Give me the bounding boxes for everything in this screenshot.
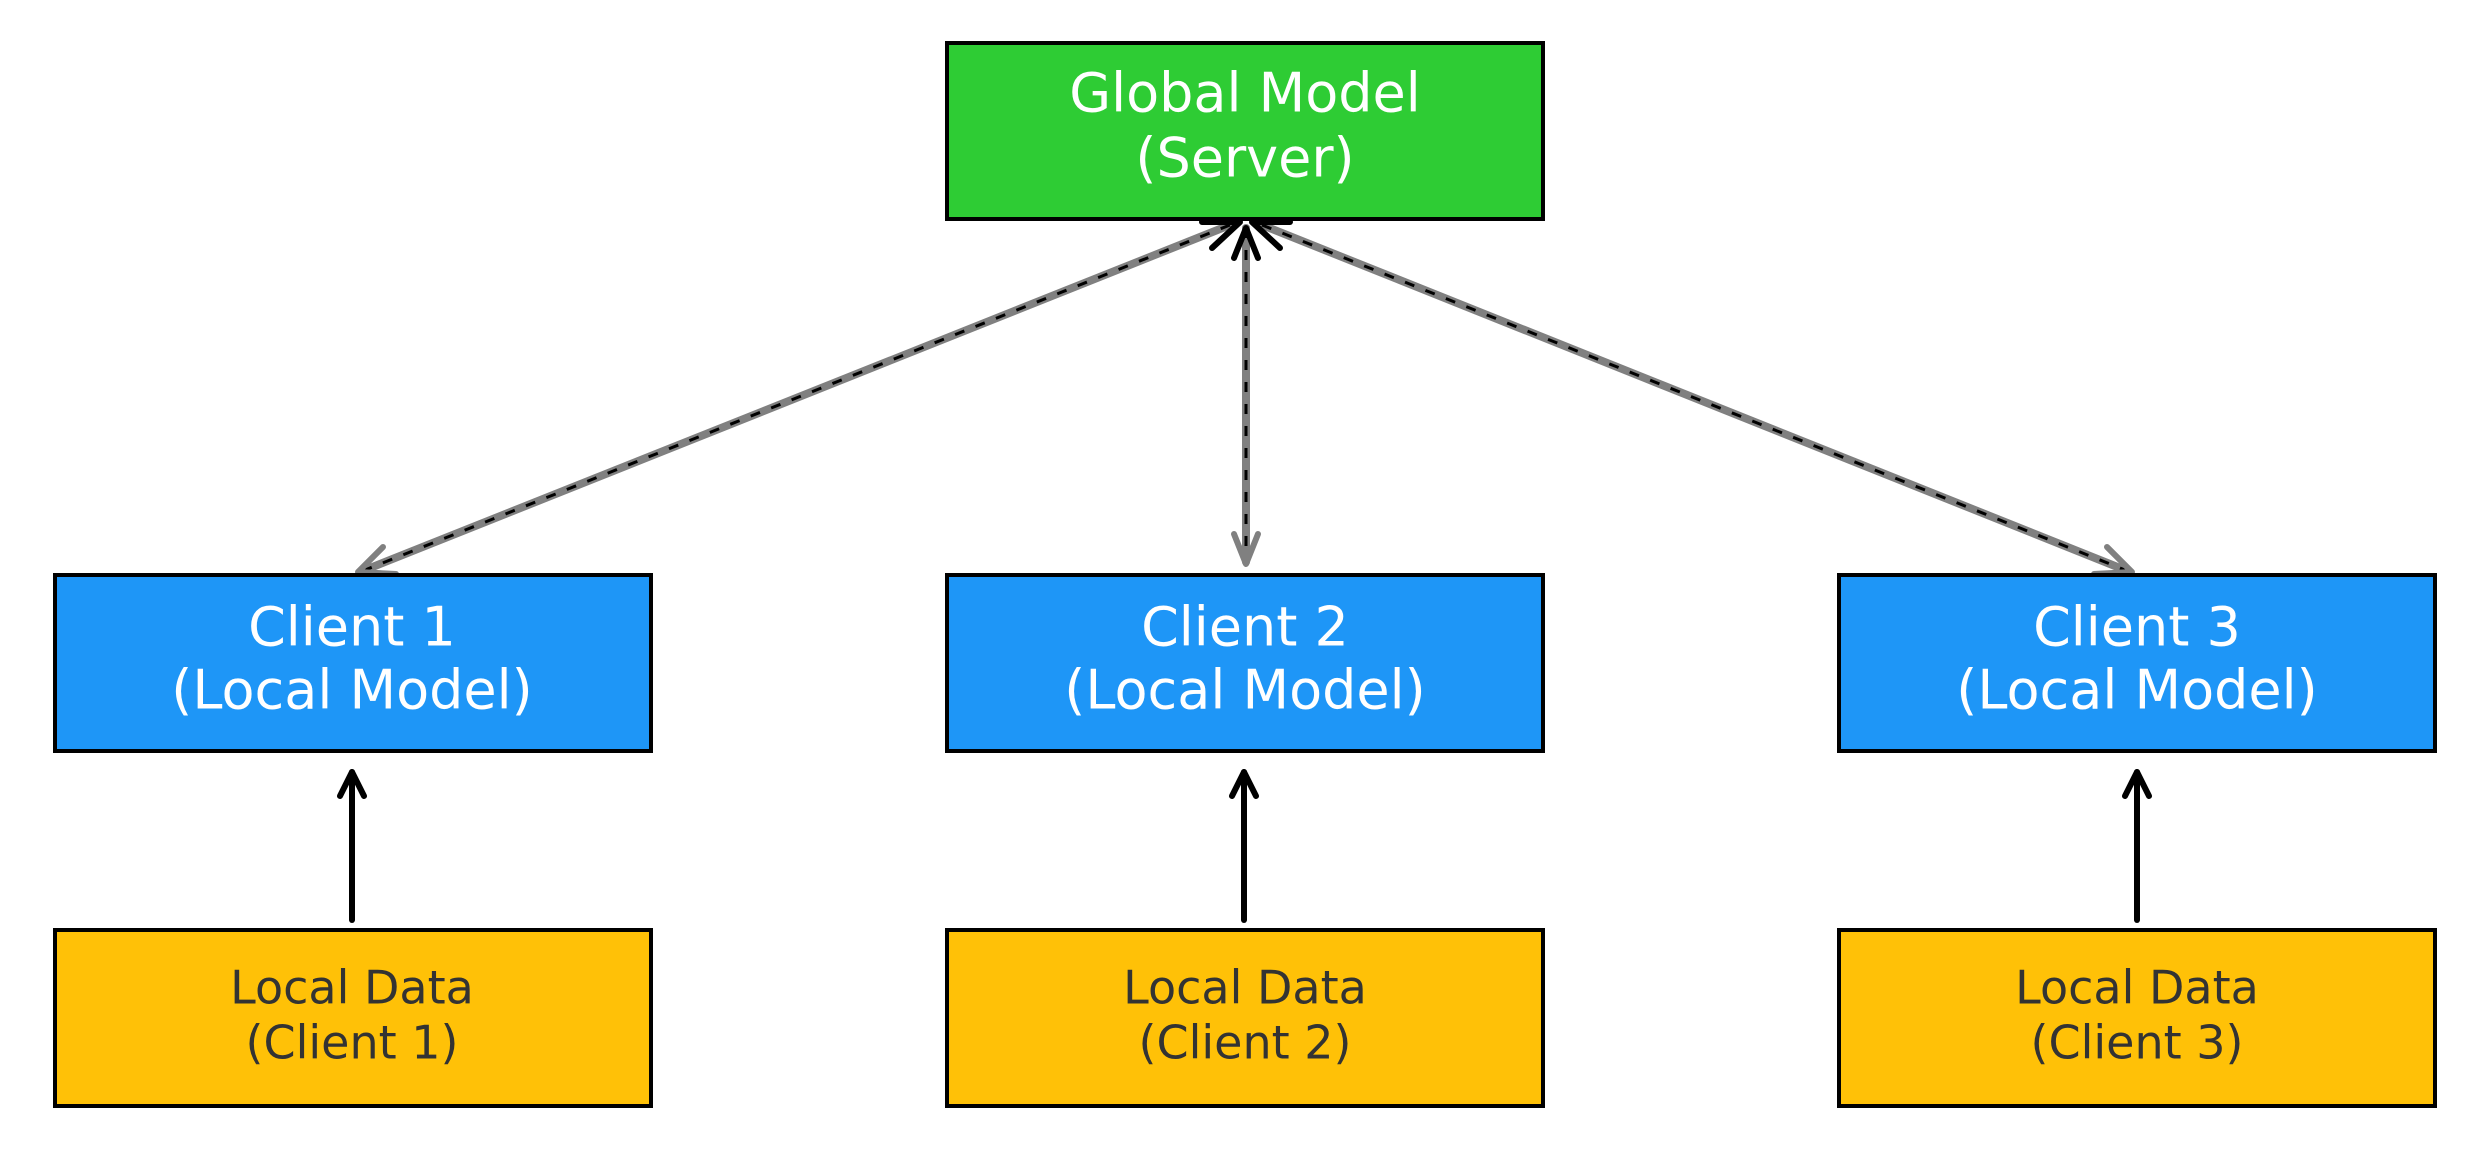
arrowhead-up-icon [337,769,367,799]
arrowhead-up-icon [1249,219,1293,251]
client-node-1: Client 1 (Local Model) [53,573,653,753]
server-title: Global Model [1069,62,1421,125]
client-node-3: Client 3 (Local Model) [1837,573,2437,753]
client-3-title: Client 3 [2033,596,2241,659]
data-node-1: Local Data (Client 1) [53,928,653,1108]
data-3-title: Local Data [2015,961,2259,1015]
data-3-box [1837,928,2437,1108]
server-subtitle: (Server) [1135,127,1354,190]
edge-data-client-3 [2122,769,2152,923]
client-2-subtitle: (Local Model) [1064,659,1425,722]
data-2-box [945,928,1545,1108]
client-1-box [53,573,653,753]
data-node-2: Local Data (Client 2) [945,928,1545,1108]
client-3-subtitle: (Local Model) [1956,659,2317,722]
edge-server-client-3 [1249,219,2135,577]
data-node-3: Local Data (Client 3) [1837,928,2437,1108]
arrowhead-up-icon [1229,769,1259,799]
edge-server-client-2 [1231,224,1261,567]
client-1-title: Client 1 [248,596,456,659]
data-1-box [53,928,653,1108]
data-2-title: Local Data [1123,961,1367,1015]
arrowhead-up-icon [1231,225,1261,261]
client-3-box [1837,573,2437,753]
client-1-subtitle: (Local Model) [171,659,532,722]
arrowhead-up-icon [2122,769,2152,799]
data-1-title: Local Data [230,961,474,1015]
data-1-subtitle: (Client 1) [246,1016,459,1070]
data-2-subtitle: (Client 2) [1139,1016,1352,1070]
client-2-box [945,573,1545,753]
edge-data-client-2 [1229,769,1259,923]
arrowhead-up-icon [1199,219,1243,251]
edge-server-client-1 [355,219,1243,577]
arrowhead-down-icon [1231,531,1261,567]
edge-data-client-1 [337,769,367,923]
client-2-title: Client 2 [1141,596,1349,659]
server-node: Global Model (Server) [945,41,1545,221]
client-node-2: Client 2 (Local Model) [945,573,1545,753]
server-box [945,41,1545,221]
data-3-subtitle: (Client 3) [2031,1016,2244,1070]
